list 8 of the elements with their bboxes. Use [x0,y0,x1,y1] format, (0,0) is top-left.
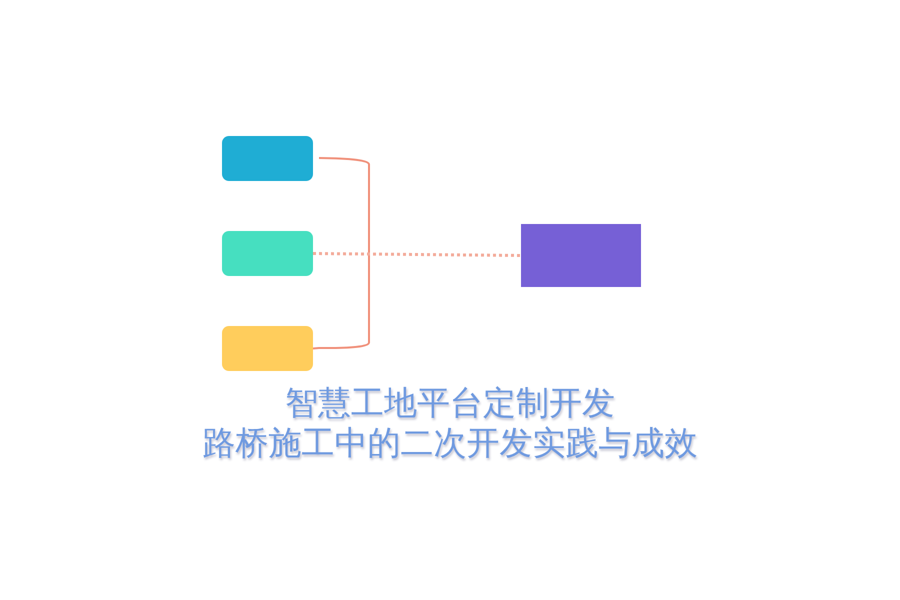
source-box [222,231,313,276]
source-box [222,136,313,181]
subtitle: 路桥施工中的二次开发实践与成效 [202,422,698,464]
target-box [521,224,641,287]
bracket-connector [312,157,370,350]
title: 智慧工地平台定制开发 [284,382,616,424]
source-box [222,326,313,371]
dotted-connector [312,252,522,257]
